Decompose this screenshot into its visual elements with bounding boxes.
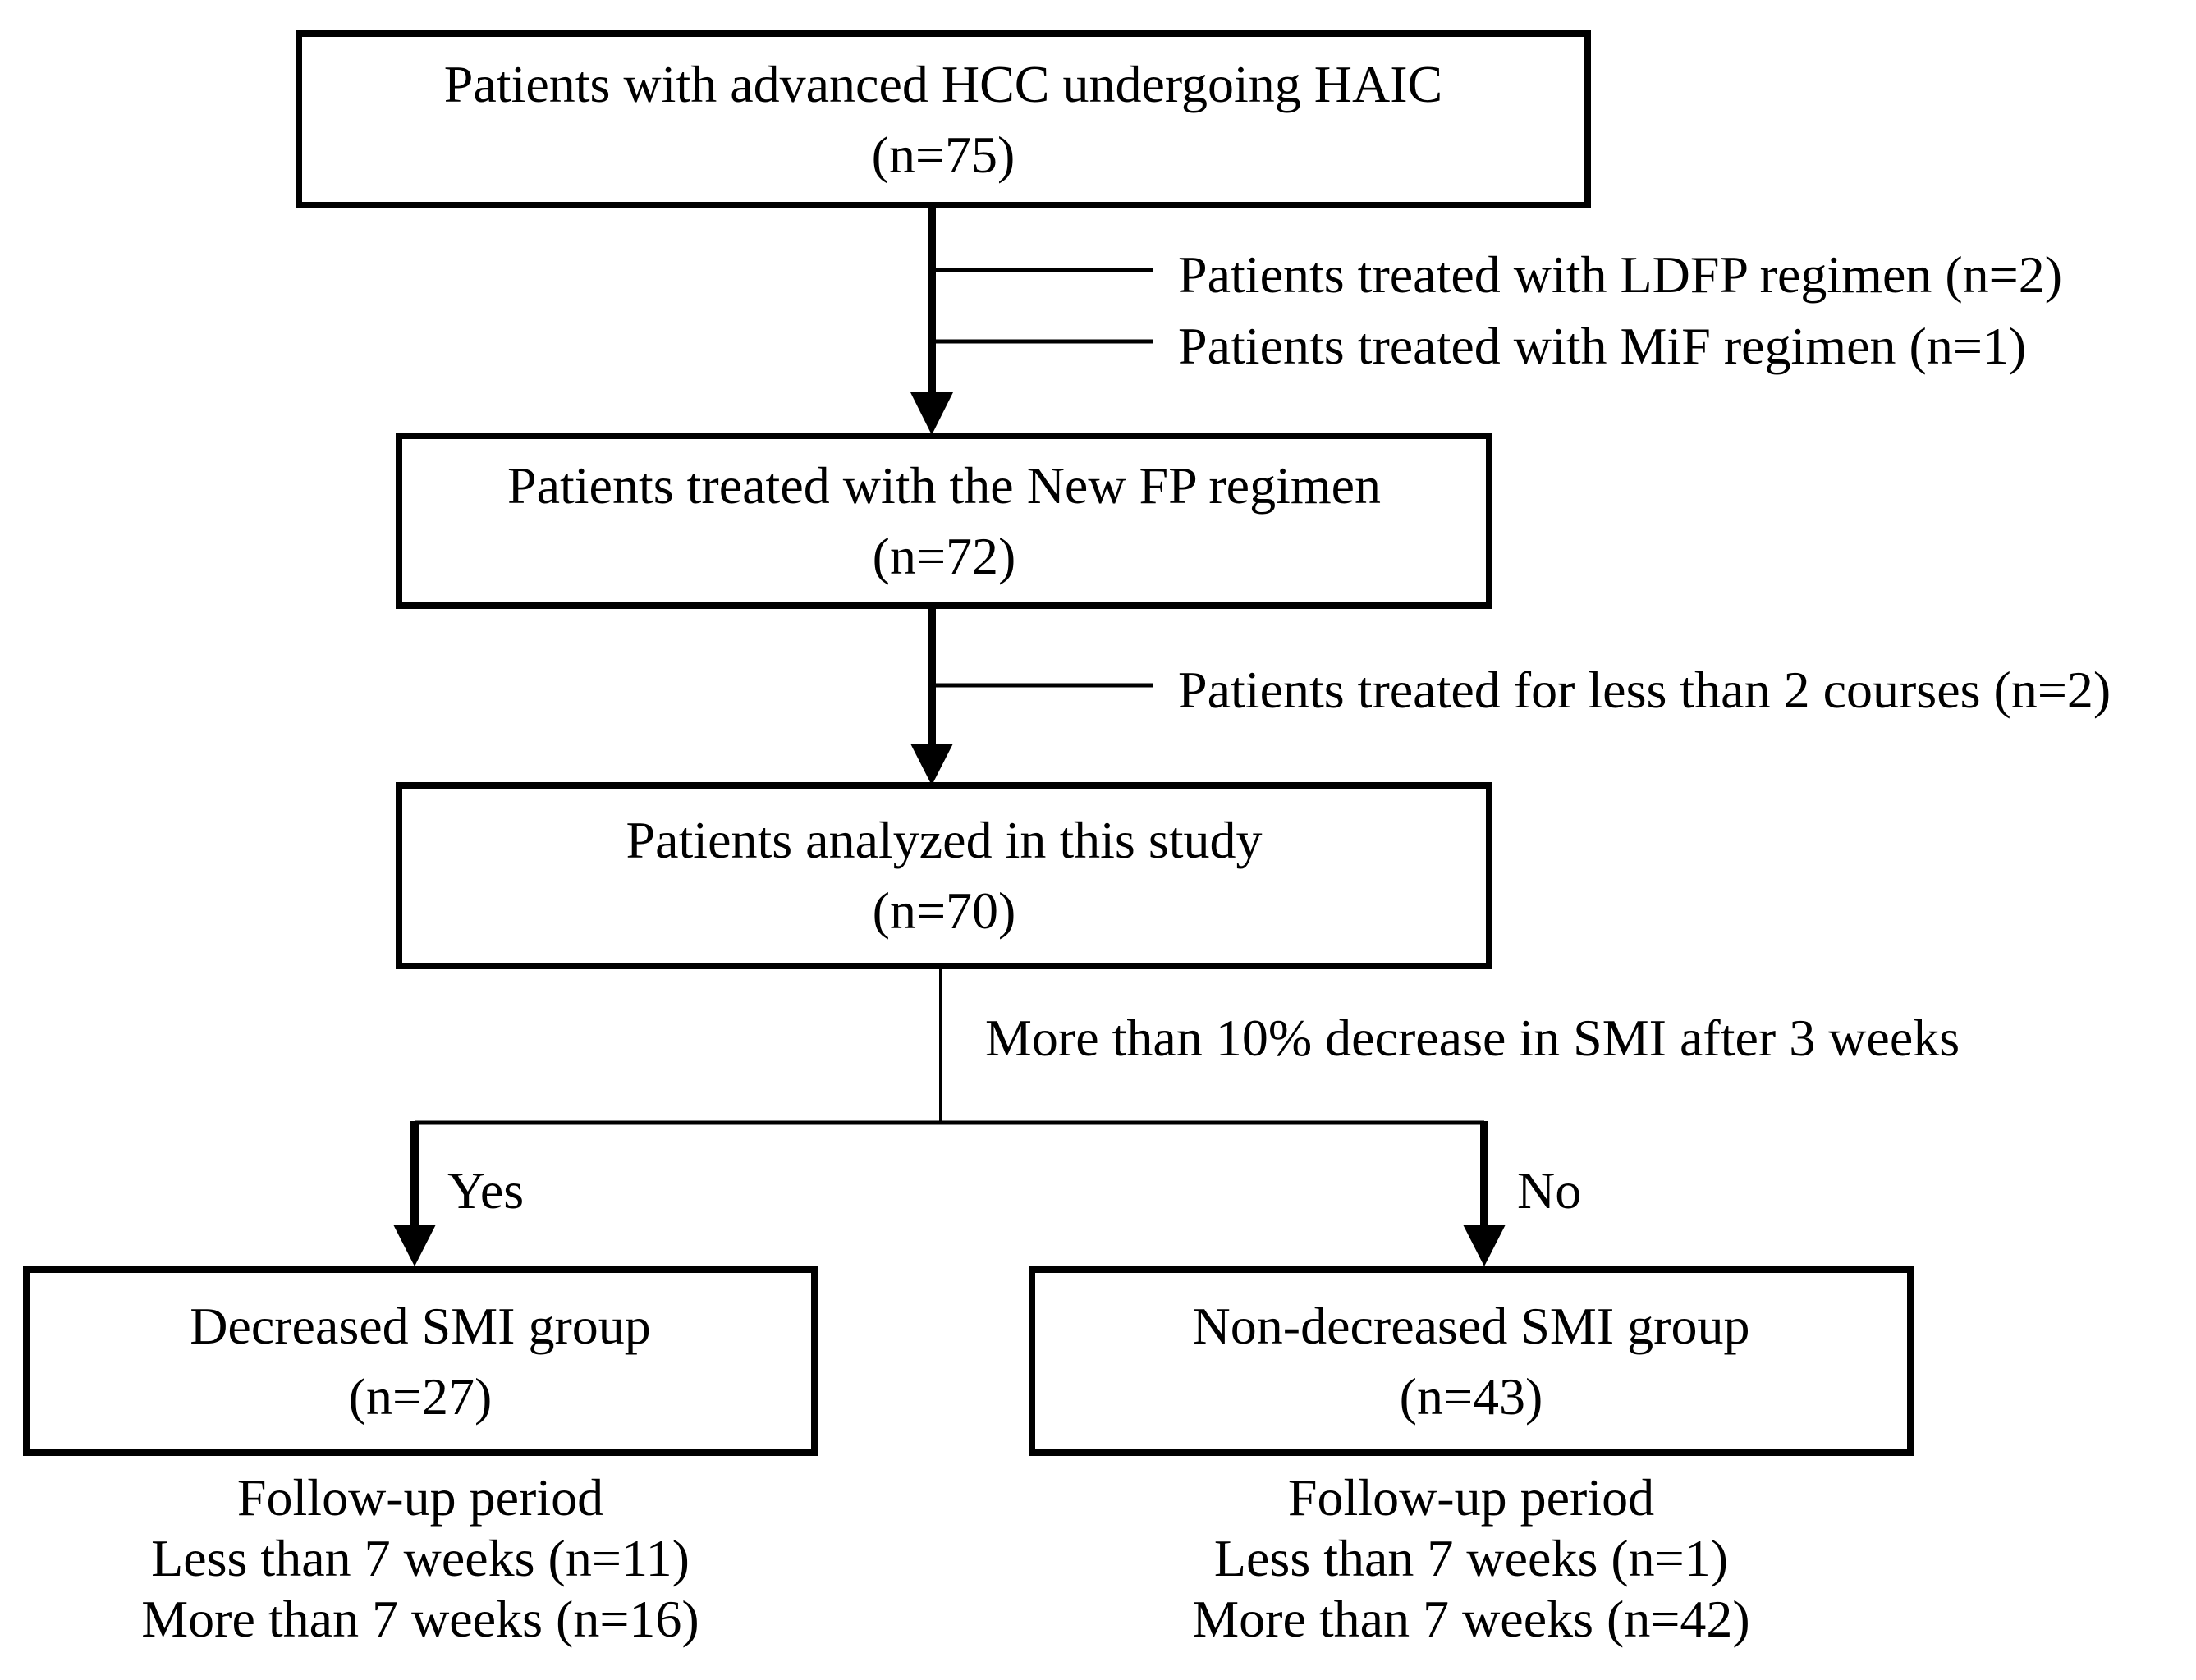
box-advanced-hcc-haic-text: Patients with advanced HCC undergoing HA… (443, 54, 1443, 113)
exclusion-mif-label: Patients treated with MiF regimen (n=1) (1178, 317, 2027, 375)
arrow-down-icon (393, 1225, 436, 1266)
decision-condition-label: More than 10% decrease in SMI after 3 we… (985, 1009, 1960, 1067)
box-non-decreased-smi-count: (n=43) (1399, 1366, 1543, 1426)
followup-non-decreased-line2: More than 7 weeks (n=42) (1192, 1590, 1750, 1648)
decision-no-label: No (1517, 1161, 1582, 1220)
box-decreased-smi-count: (n=27) (348, 1366, 493, 1426)
arrow-down-icon (1463, 1225, 1506, 1266)
box-new-fp-regimen-text: Patients treated with the New FP regimen (507, 455, 1382, 515)
decision-yes-label: Yes (447, 1161, 525, 1220)
box-advanced-hcc-haic-count: (n=75) (871, 125, 1015, 184)
exclusion-courses-label: Patients treated for less than 2 courses… (1178, 661, 2111, 719)
box-new-fp-regimen: Patients treated with the New FP regimen… (396, 433, 1492, 609)
box-non-decreased-smi-group: Non-decreased SMI group (n=43) (1029, 1266, 1914, 1456)
arrow-down-icon (910, 744, 953, 785)
followup-decreased-line1: Less than 7 weeks (n=11) (151, 1529, 690, 1587)
exclusion-ldfp-label: Patients treated with LDFP regimen (n=2) (1178, 245, 2063, 304)
followup-non-decreased-title: Follow-up period (1287, 1468, 1655, 1527)
box-non-decreased-smi-text: Non-decreased SMI group (1192, 1296, 1750, 1355)
box-advanced-hcc-haic: Patients with advanced HCC undergoing HA… (296, 30, 1591, 208)
arrow-down-icon (910, 392, 953, 435)
followup-decreased-title: Follow-up period (236, 1468, 604, 1527)
box-analyzed-count: (n=70) (872, 881, 1016, 940)
followup-non-decreased-line1: Less than 7 weeks (n=1) (1213, 1529, 1729, 1587)
followup-non-decreased-block: Follow-up period Less than 7 weeks (n=1)… (1029, 1467, 1914, 1650)
box-decreased-smi-text: Decreased SMI group (190, 1296, 651, 1355)
box-analyzed: Patients analyzed in this study (n=70) (396, 782, 1492, 969)
box-new-fp-regimen-count: (n=72) (872, 526, 1016, 585)
followup-decreased-block: Follow-up period Less than 7 weeks (n=11… (23, 1467, 818, 1650)
followup-decreased-line2: More than 7 weeks (n=16) (141, 1590, 699, 1648)
box-analyzed-text: Patients analyzed in this study (626, 811, 1263, 869)
box-decreased-smi-group: Decreased SMI group (n=27) (23, 1266, 818, 1456)
